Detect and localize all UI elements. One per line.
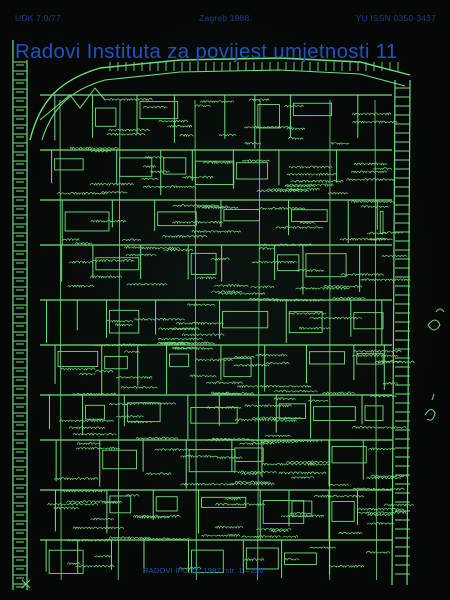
handwritten-annotations: [47, 97, 415, 571]
udk-code: UDK 7.0/77: [15, 13, 61, 23]
left-wall-border: [12, 40, 28, 590]
top-coastline-wall: [29, 57, 411, 141]
margin-ornaments: [21, 308, 445, 589]
right-wall-border: [391, 79, 411, 586]
place-and-year: Zagreb 1988.: [199, 13, 252, 23]
street-blocks: [40, 94, 392, 581]
issn-number: YU ISSN 0350-3437: [355, 13, 436, 23]
citation-reference: RADOVI IPU 11, 1987, str. 1—230: [143, 566, 264, 575]
publication-meta-line: UDK 7.0/77 Zagreb 1988. YU ISSN 0350-343…: [0, 13, 450, 29]
journal-title: Radovi Instituta za povijest umjetnosti …: [15, 40, 398, 63]
